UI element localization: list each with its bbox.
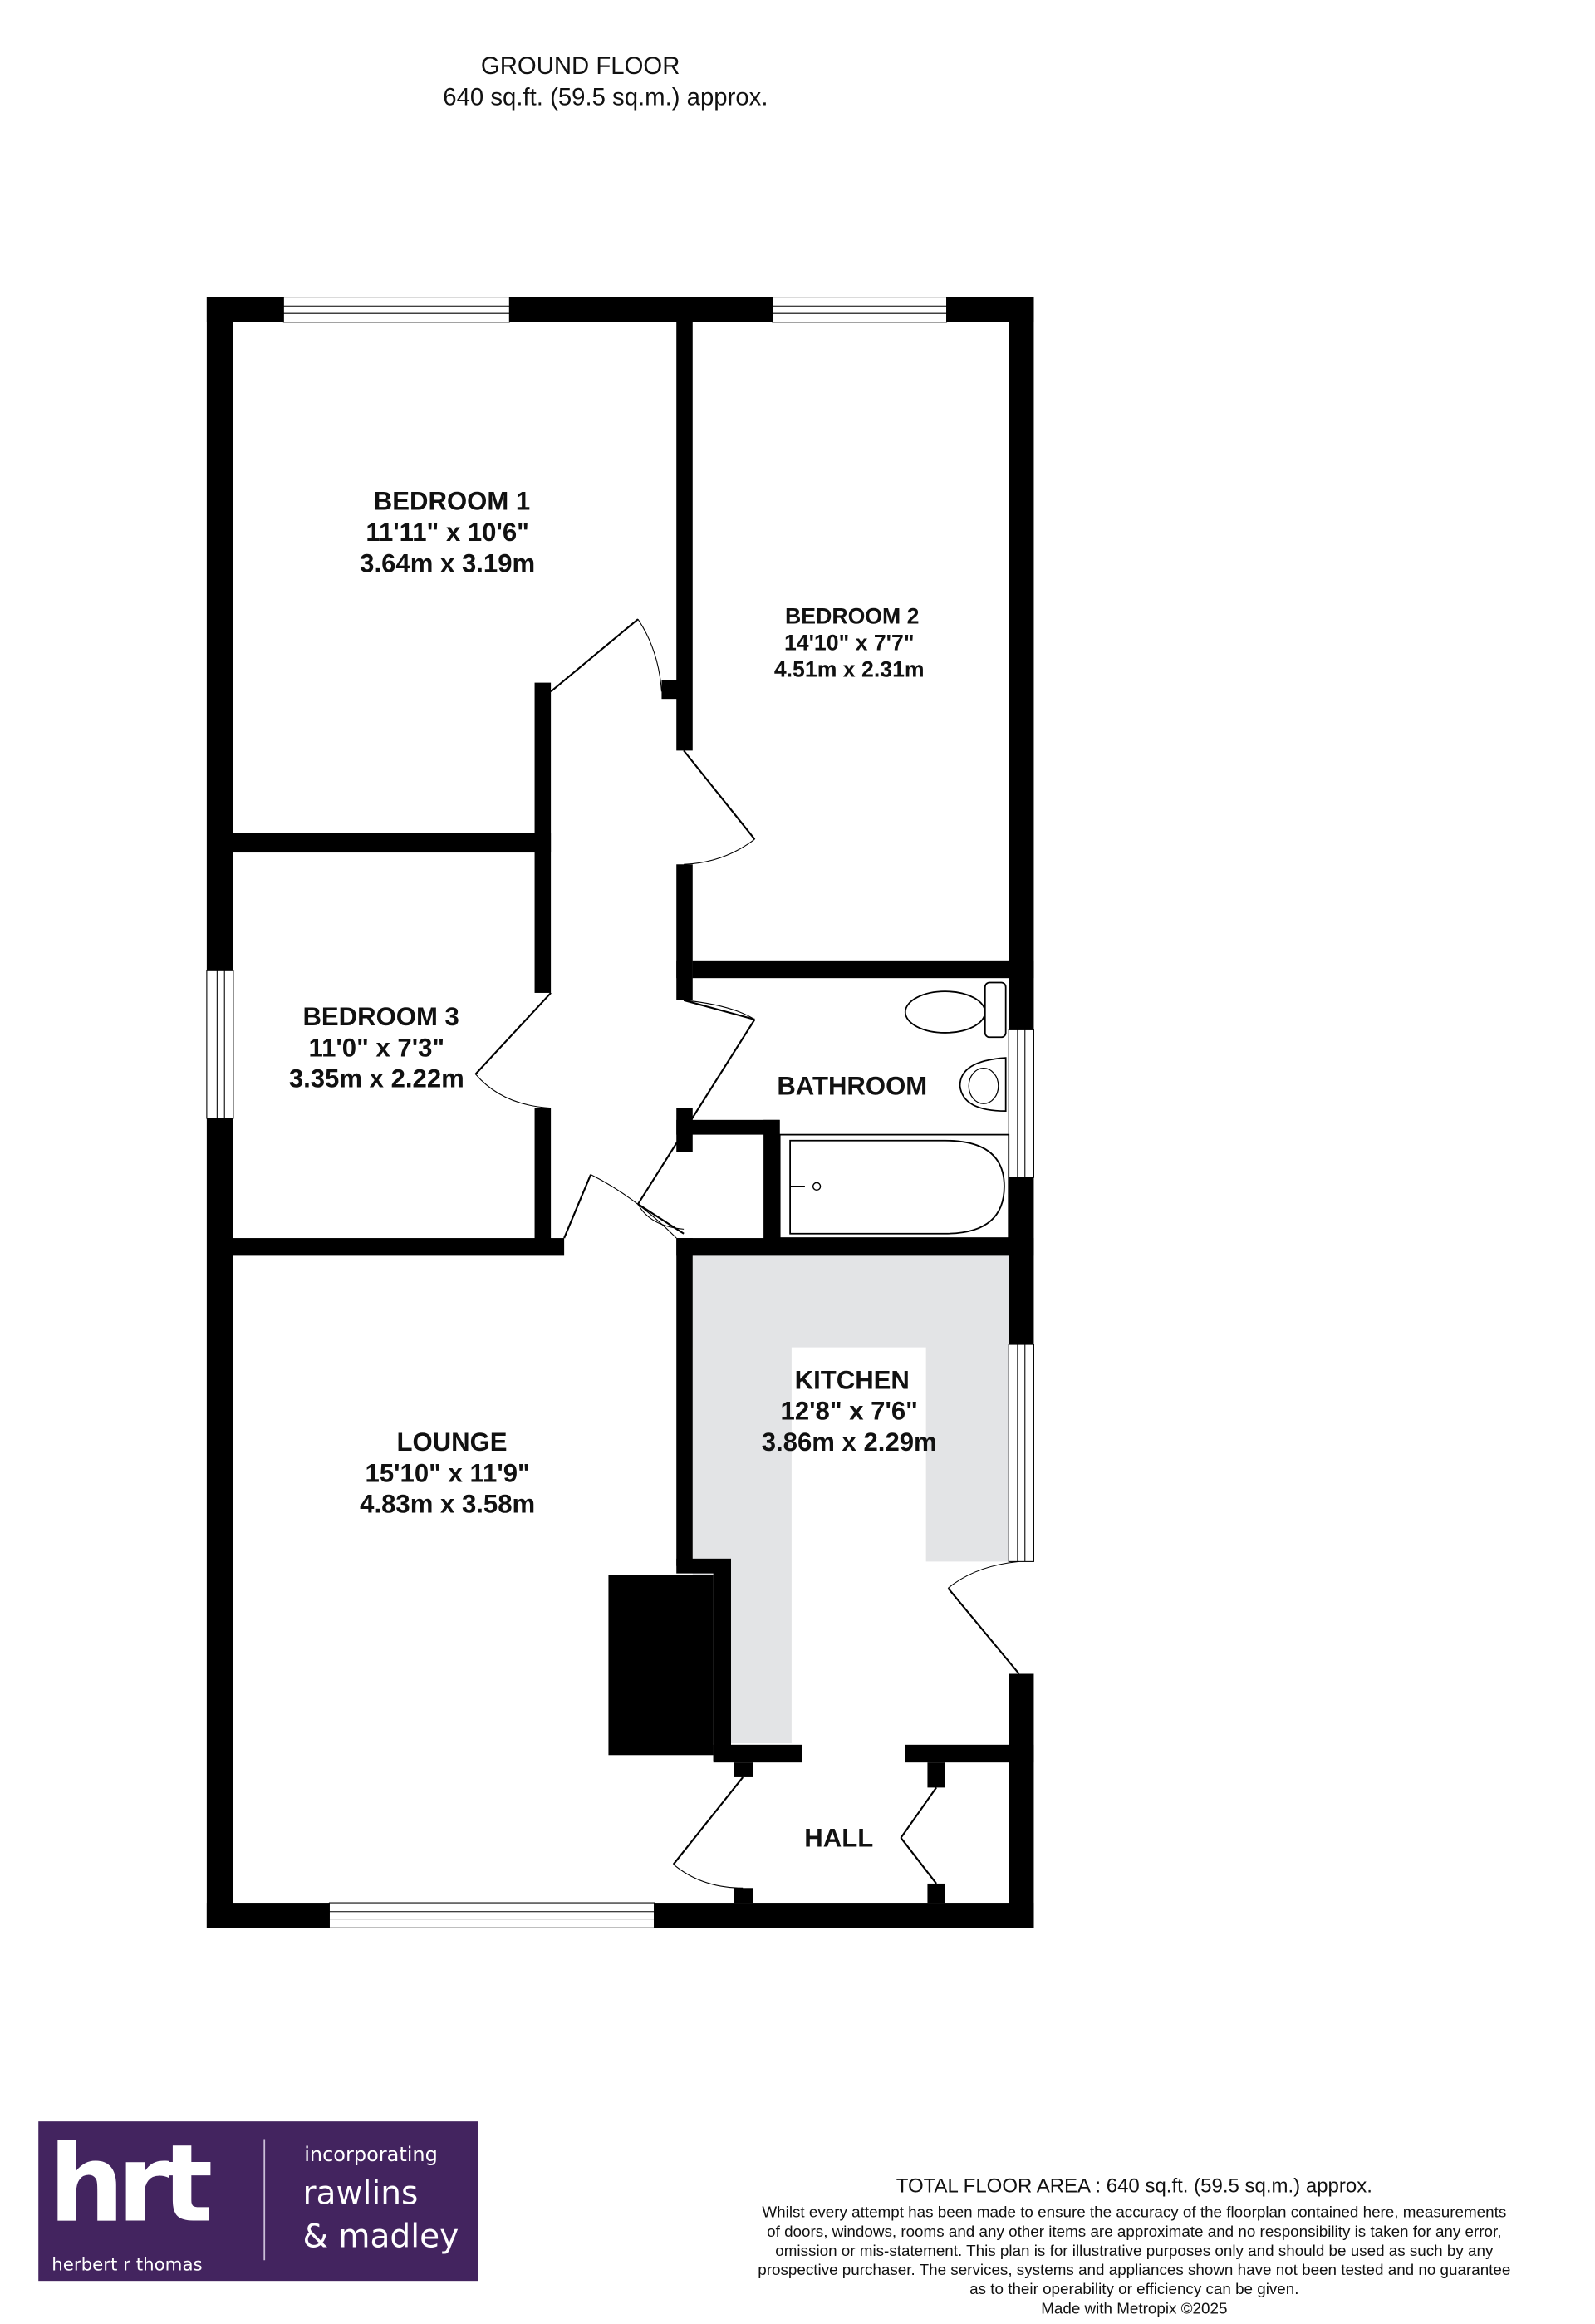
room-metric: 3.86m x 2.29m <box>762 1427 937 1457</box>
room-name: BATHROOM <box>777 1072 927 1101</box>
room-hall: HALL <box>804 1824 873 1853</box>
room-name: BEDROOM 1 <box>374 487 530 516</box>
room-bathroom: BATHROOM <box>777 1072 927 1101</box>
room-name: BEDROOM 2 <box>785 604 919 629</box>
total-floor-area: TOTAL FLOOR AREA : 640 sq.ft. (59.5 sq.m… <box>896 2175 1372 2198</box>
logo-incorporating: incorporating <box>304 2143 438 2166</box>
logo-partner-1: rawlins <box>302 2175 418 2213</box>
room-kitchen: KITCHEN 12'8" x 7'6" 3.86m x 2.29m <box>762 1365 937 1457</box>
doors <box>474 618 1020 1889</box>
room-imperial: 14'10" x 7'7" <box>784 631 915 656</box>
room-metric: 3.35m x 2.22m <box>289 1064 464 1093</box>
room-name: LOUNGE <box>396 1427 507 1457</box>
walls <box>206 297 1034 1928</box>
room-name: HALL <box>804 1824 873 1853</box>
company-logo: hrt herbert r thomas incorporating rawli… <box>38 2121 478 2282</box>
room-imperial: 12'8" x 7'6" <box>781 1397 918 1426</box>
room-imperial: 11'11" x 10'6" <box>366 518 529 547</box>
room-metric: 4.51m x 2.31m <box>774 657 925 682</box>
logo-mark: hrt <box>49 2122 211 2246</box>
disclaimer-line: omission or mis-statement. This plan is … <box>775 2242 1494 2259</box>
disclaimer: Whilst every attempt has been made to en… <box>758 2204 1510 2317</box>
room-lounge: LOUNGE 15'10" x 11'9" 4.83m x 3.58m <box>360 1427 535 1519</box>
room-bedroom-2: BEDROOM 2 14'10" x 7'7" 4.51m x 2.31m <box>774 604 925 682</box>
disclaimer-line: Whilst every attempt has been made to en… <box>762 2204 1506 2221</box>
room-bedroom-1: BEDROOM 1 11'11" x 10'6" 3.64m x 3.19m <box>360 487 535 578</box>
room-name: KITCHEN <box>795 1365 910 1394</box>
made-with: Made with Metropix ©2025 <box>1041 2299 1227 2317</box>
bath-icon <box>778 1133 1010 1239</box>
room-metric: 3.64m x 3.19m <box>360 548 535 577</box>
room-bedroom-3: BEDROOM 3 11'0" x 7'3" 3.35m x 2.22m <box>289 1002 464 1093</box>
toilet-icon <box>904 981 1007 1039</box>
floor-area: 640 sq.ft. (59.5 sq.m.) approx. <box>443 84 768 111</box>
disclaimer-line: prospective purchaser. The services, sys… <box>758 2261 1510 2278</box>
room-imperial: 15'10" x 11'9" <box>366 1458 530 1487</box>
disclaimer-line: as to their operability or efficiency ca… <box>969 2280 1298 2297</box>
sink-icon <box>959 1057 1007 1113</box>
windows <box>206 297 1034 1928</box>
kitchen-worktop <box>692 1255 1009 1744</box>
logo-partner-2: & madley <box>302 2218 459 2255</box>
room-imperial: 11'0" x 7'3" <box>308 1033 444 1062</box>
disclaimer-line: of doors, windows, rooms and any other i… <box>767 2223 1501 2240</box>
floor-name: GROUND FLOOR <box>481 52 680 80</box>
logo-company: herbert r thomas <box>52 2255 202 2276</box>
room-name: BEDROOM 3 <box>302 1002 459 1031</box>
chimney-breast <box>608 1575 714 1756</box>
room-metric: 4.83m x 3.58m <box>360 1490 535 1519</box>
